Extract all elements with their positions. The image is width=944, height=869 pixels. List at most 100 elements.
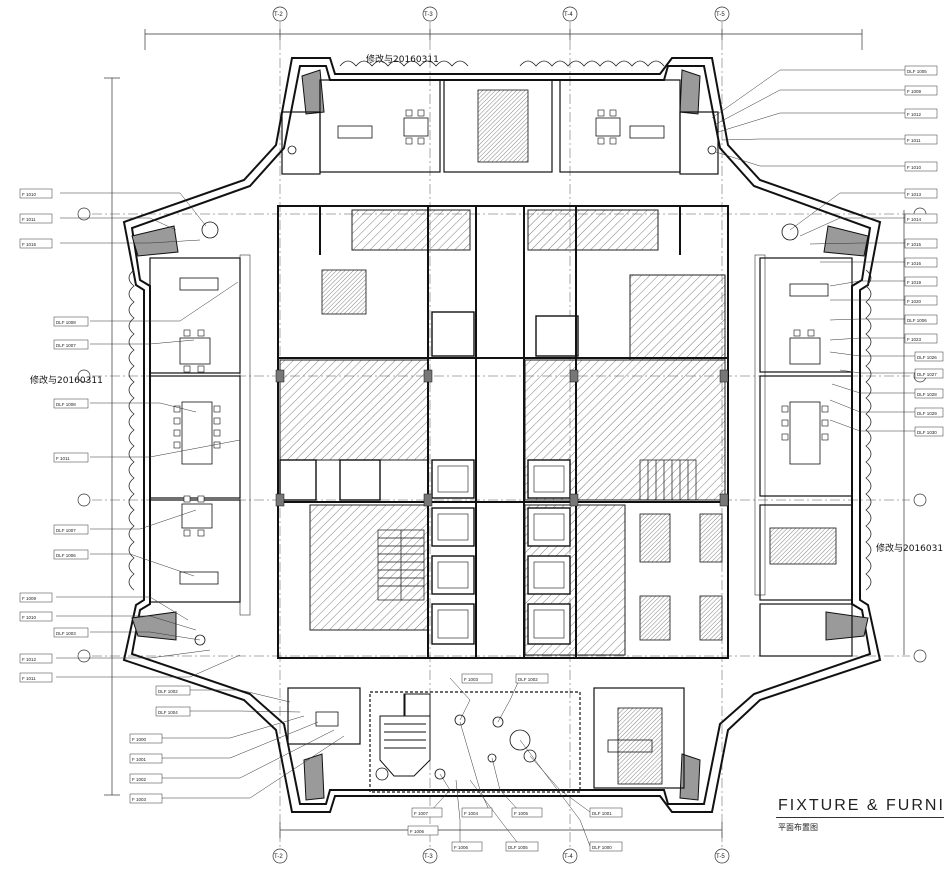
workstation-clusters bbox=[321, 89, 837, 785]
callout-tag-text: F 1003 bbox=[464, 677, 479, 682]
callout-tag: DLF 1026 bbox=[914, 351, 944, 362]
callout-tag: DLF 1005 bbox=[904, 65, 938, 76]
elevator-car-outlines bbox=[437, 465, 565, 639]
grid-label-bottom-t4: T-4 bbox=[564, 854, 573, 860]
callout-tag: DLF 1008 bbox=[53, 316, 89, 327]
grid-label-bottom-t3: T-3 bbox=[424, 854, 433, 860]
callout-tag: F 1009 bbox=[19, 592, 53, 603]
meeting-tables bbox=[179, 117, 821, 727]
callout-tag-text: DLF 1005 bbox=[907, 69, 927, 74]
callout-tag: F 1012 bbox=[19, 653, 53, 664]
revision-note-left: 修改与20160311 bbox=[30, 374, 103, 386]
callout-tag: F 1011 bbox=[904, 134, 938, 145]
callout-tags-right: DLF 1005 F 1009 F 1012 F 1011 F 1010 F 1… bbox=[904, 65, 944, 437]
callout-tag: DLF 1006 bbox=[904, 314, 938, 325]
callout-tag-text: F 1011 bbox=[56, 456, 70, 461]
callout-tag-text: F 1020 bbox=[907, 299, 922, 304]
grid-label-top-t3: T-3 bbox=[424, 12, 433, 18]
left-offices bbox=[149, 257, 241, 603]
callout-tag-text: DLF 1000 bbox=[592, 845, 612, 850]
callout-tag: F 1003 bbox=[129, 793, 163, 804]
revision-note-top: 修改与20160311 bbox=[366, 53, 439, 65]
title-rule bbox=[776, 817, 944, 818]
callout-tag: F 1001 bbox=[129, 753, 163, 764]
callout-tag: F 1009 bbox=[904, 85, 938, 96]
top-offices bbox=[281, 79, 719, 175]
callout-tag: F 1015 bbox=[19, 238, 53, 249]
stair-right bbox=[639, 459, 697, 501]
callout-tag: F 1003 bbox=[461, 673, 493, 684]
grid-label-top-t5: T-5 bbox=[716, 12, 725, 18]
callout-tag-text: DLF 1029 bbox=[917, 411, 937, 416]
callout-tag-text: F 1014 bbox=[907, 217, 922, 222]
callout-tag-text: DLF 1026 bbox=[917, 355, 937, 360]
callout-tag-text: F 1012 bbox=[907, 112, 922, 117]
callout-tag: F 1010 bbox=[904, 161, 938, 172]
chairs bbox=[173, 109, 829, 537]
callout-tag-text: DLF 1002 bbox=[158, 689, 178, 694]
callout-tag: F 1013 bbox=[904, 188, 938, 199]
callout-tag-text: F 1005 bbox=[514, 811, 529, 816]
left-dimension-line bbox=[104, 77, 120, 796]
callout-tag: DLF 1003 bbox=[53, 627, 89, 638]
grid-label-bottom-t5: T-5 bbox=[716, 854, 725, 860]
callout-tag-text: DLF 1028 bbox=[917, 392, 937, 397]
callout-tag: DLF 1028 bbox=[914, 388, 944, 399]
callout-tag-text: F 1004 bbox=[464, 811, 479, 816]
callout-tag-text: F 1009 bbox=[907, 89, 922, 94]
drawing-title: FIXTURE & FURNI bbox=[778, 797, 944, 814]
callout-tag-text: DLF 1001 bbox=[592, 811, 612, 816]
callout-tags-bottom: F 1003 DLF 1002 F 1007 F 1004 F 1005 F 1… bbox=[407, 673, 623, 852]
bottom-dimension-line bbox=[279, 822, 723, 838]
callout-tag-text: F 1011 bbox=[22, 676, 36, 681]
callout-tag: F 1004 bbox=[461, 807, 493, 818]
core-hatched-areas bbox=[279, 209, 726, 656]
top-dimension-line bbox=[144, 29, 863, 50]
callout-tag: F 1006 bbox=[407, 825, 439, 836]
right-offices bbox=[759, 257, 853, 657]
callout-tag-text: DLF 1027 bbox=[917, 372, 937, 377]
core-walls bbox=[277, 205, 729, 659]
callout-tag-text: F 1012 bbox=[22, 657, 37, 662]
callout-tag-text: DLF 1007 bbox=[56, 343, 76, 348]
drawing-subtitle: 平面布置图 bbox=[778, 823, 818, 832]
callout-tag-text: F 1015 bbox=[907, 242, 922, 247]
callout-tag-text: F 1019 bbox=[907, 280, 922, 285]
callout-tag: F 1014 bbox=[904, 213, 938, 224]
grid-bubbles bbox=[77, 6, 927, 864]
callout-tag: DLF 1002 bbox=[155, 685, 191, 696]
callout-tag: DLF 1002 bbox=[515, 673, 549, 684]
callout-tag: DLF 1005 bbox=[505, 841, 539, 852]
callout-tag-text: DLF 1007 bbox=[56, 528, 76, 533]
callout-tag-text: DLF 1008 bbox=[56, 402, 76, 407]
callout-tag-text: F 1011 bbox=[907, 138, 921, 143]
callout-tag: F 1011 bbox=[53, 452, 89, 463]
callout-tag: DLF 1004 bbox=[155, 706, 191, 717]
callout-tag: F 1020 bbox=[904, 295, 938, 306]
callout-tag: DLF 1007 bbox=[53, 524, 89, 535]
callout-tag: DLF 1001 bbox=[589, 807, 623, 818]
callout-tag: F 1000 bbox=[129, 733, 163, 744]
callout-tag-text: F 1016 bbox=[907, 261, 922, 266]
grid-label-top-t2: T-2 bbox=[274, 12, 283, 18]
callout-tag-text: F 1013 bbox=[907, 192, 922, 197]
building-outline bbox=[122, 57, 882, 813]
callout-tag-text: DLF 1002 bbox=[518, 677, 538, 682]
callout-tag-text: F 1002 bbox=[132, 777, 147, 782]
callout-tag: DLF 1030 bbox=[914, 426, 944, 437]
callout-tag: F 1010 bbox=[19, 611, 53, 622]
callout-tag: DLF 1007 bbox=[53, 339, 89, 350]
stair-left bbox=[377, 529, 425, 601]
callout-tag: F 1011 bbox=[19, 213, 53, 224]
callout-tag: F 1019 bbox=[904, 276, 938, 287]
callout-tag: F 1012 bbox=[904, 108, 938, 119]
callout-tag-text: F 1006 bbox=[454, 845, 469, 850]
stair-bottom bbox=[379, 693, 431, 777]
callout-tag-text: F 1015 bbox=[22, 242, 37, 247]
callout-tag: F 1016 bbox=[904, 257, 938, 268]
callout-tag-text: DLF 1005 bbox=[508, 845, 528, 850]
callout-tag: F 1006 bbox=[451, 841, 483, 852]
callout-tag-text: DLF 1004 bbox=[158, 710, 178, 715]
callout-tag-text: F 1010 bbox=[22, 192, 37, 197]
